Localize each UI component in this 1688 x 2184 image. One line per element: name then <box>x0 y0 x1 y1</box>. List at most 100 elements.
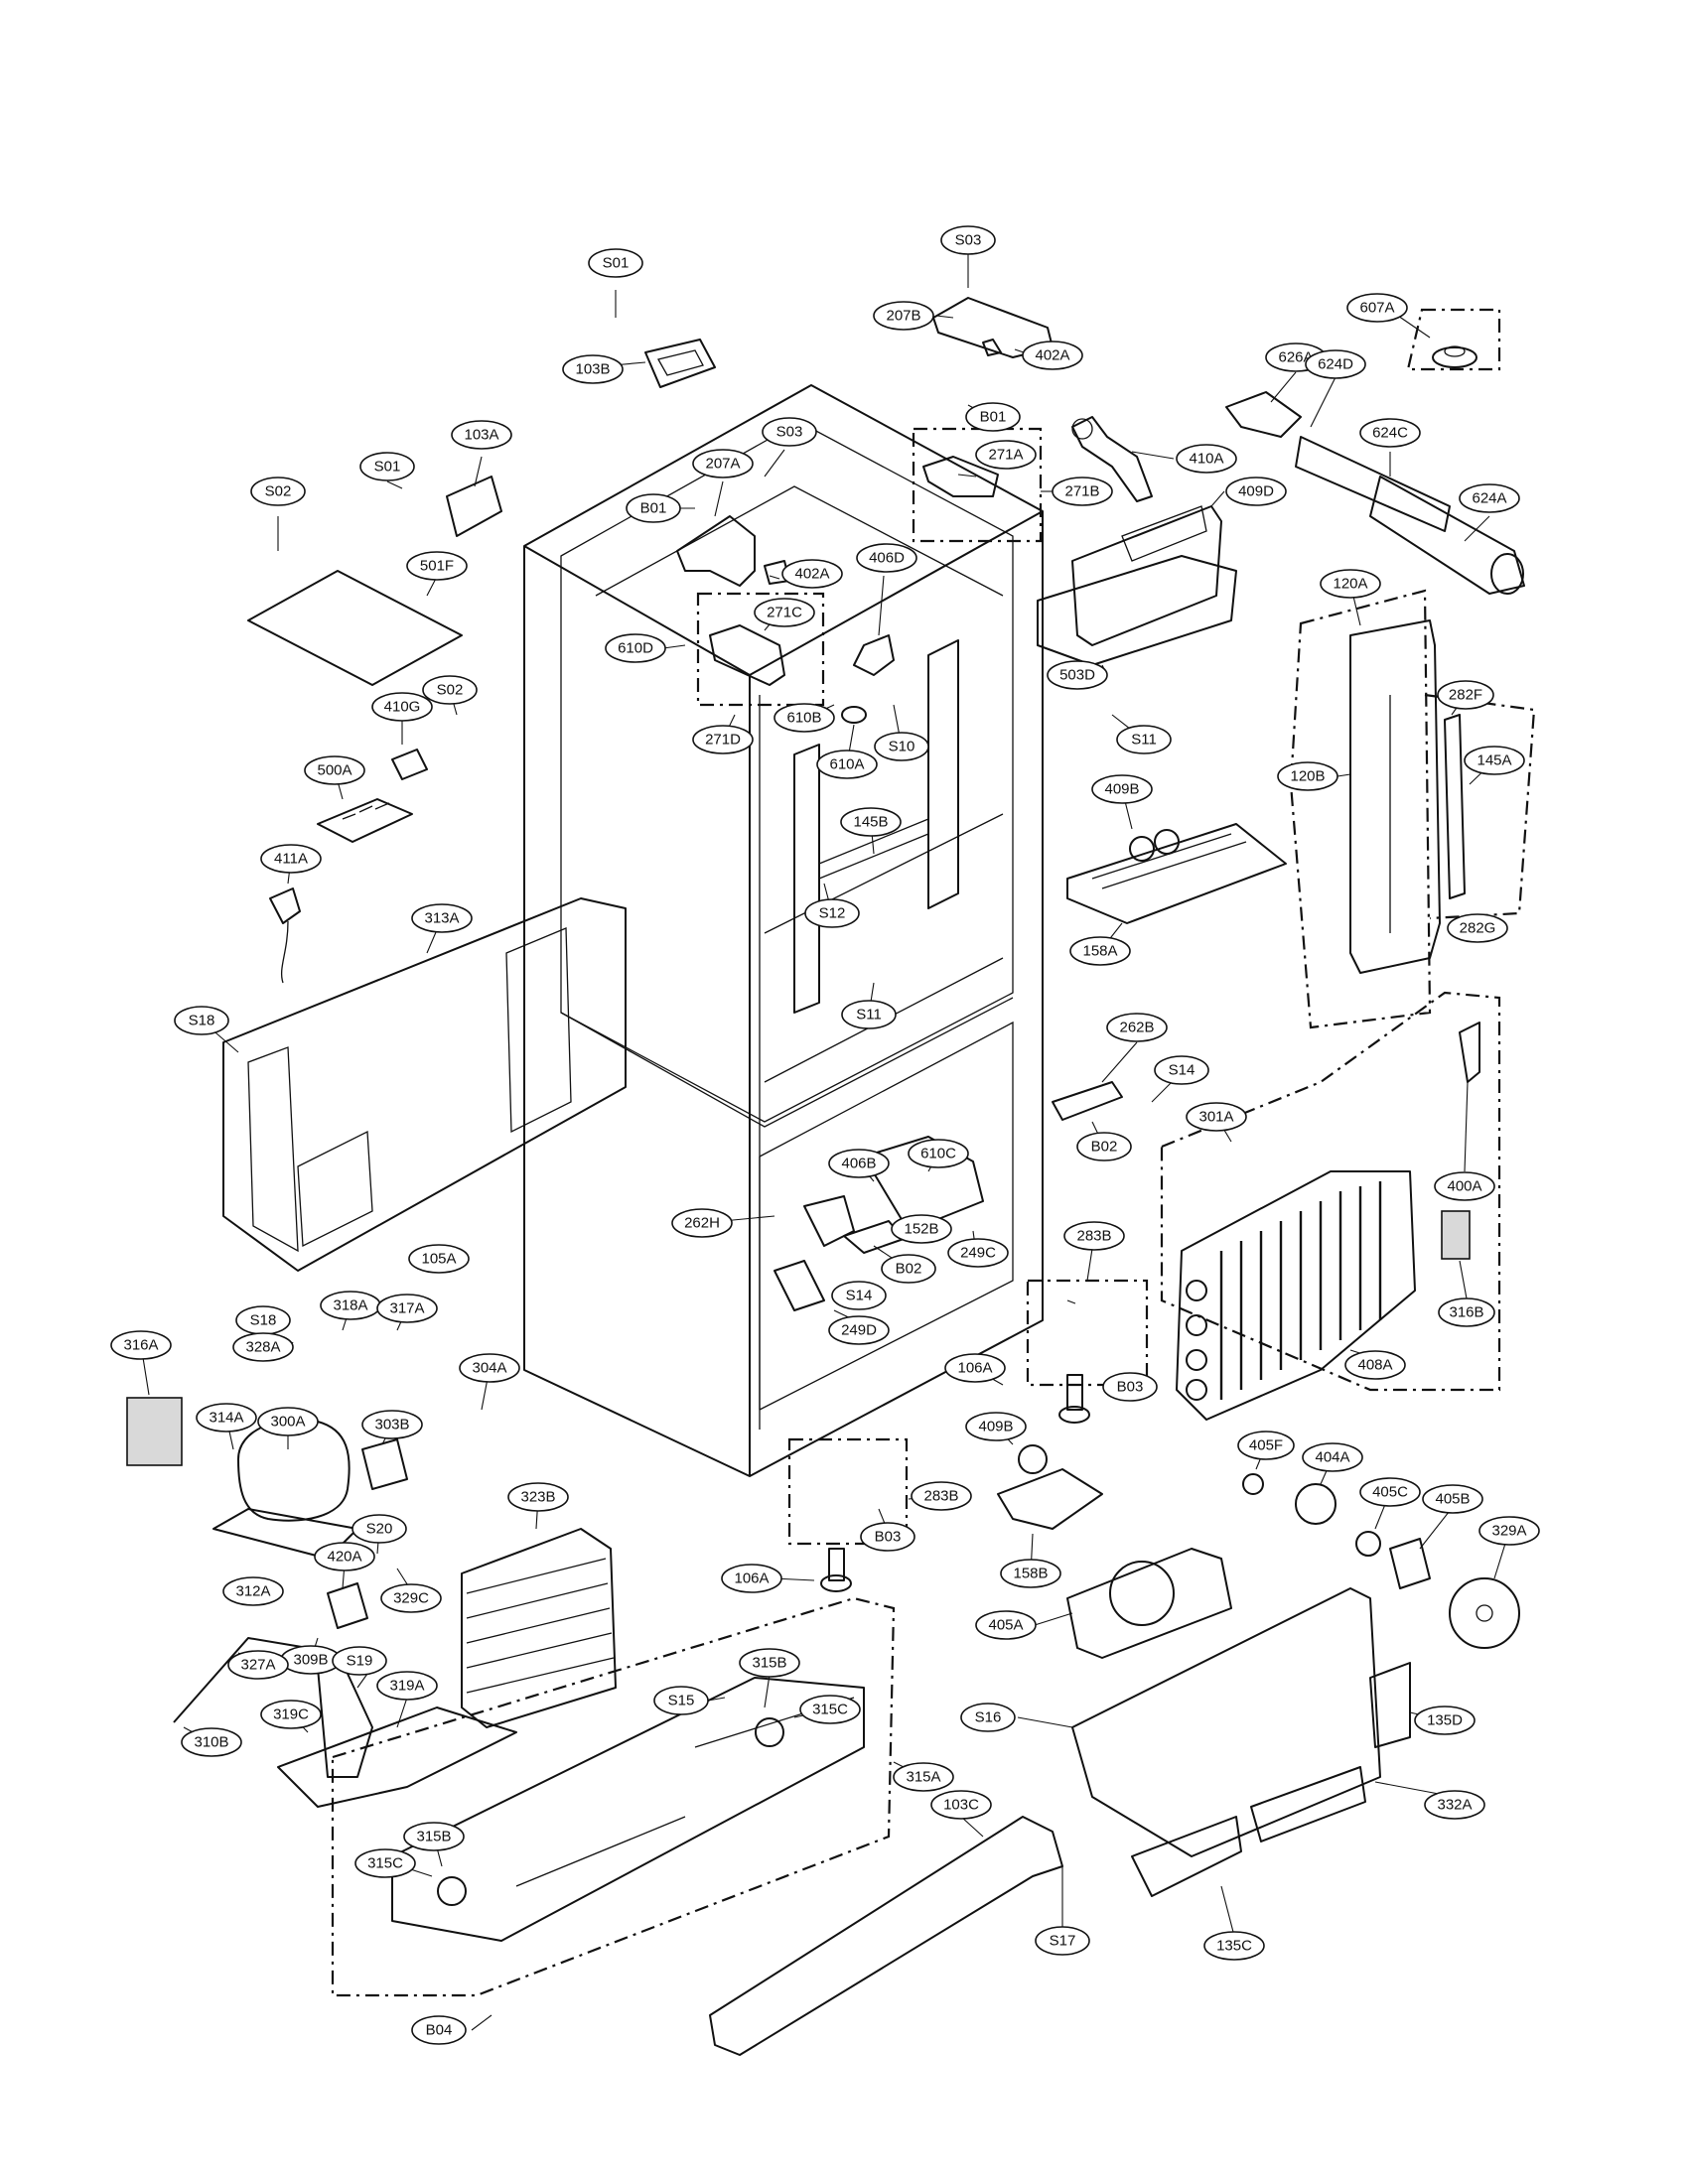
shelf-rails <box>793 639 959 1014</box>
refrigerator-cabinet <box>523 384 1044 1477</box>
filter-316b <box>1441 1210 1471 1260</box>
callout-s03-b: S03 <box>762 417 817 447</box>
bracket-262b <box>1052 1081 1123 1121</box>
callout-label: 283B <box>923 1488 958 1505</box>
callout-315b: 315B <box>739 1648 800 1678</box>
callout-label: 405B <box>1435 1491 1470 1508</box>
callout-s18-b: S18 <box>235 1305 291 1335</box>
callout-304a: 304A <box>459 1353 520 1383</box>
callout-409d: 409D <box>1225 477 1287 506</box>
callout-624c: 624C <box>1359 418 1421 448</box>
callout-label: S12 <box>819 905 846 922</box>
callout-label: 312A <box>235 1583 270 1600</box>
callout-404a: 404A <box>1302 1442 1363 1472</box>
callout-label: 207B <box>886 308 920 325</box>
callout-313a: 313A <box>411 903 473 933</box>
callout-315c: 315C <box>799 1695 861 1724</box>
callout-402a-b: 402A <box>781 559 843 589</box>
callout-label: 262H <box>684 1215 720 1232</box>
callout-label: 406B <box>841 1156 876 1172</box>
callout-135d: 135D <box>1414 1706 1476 1735</box>
callout-s17: S17 <box>1035 1926 1090 1956</box>
callout-label: 106A <box>734 1570 769 1587</box>
callout-120a: 120A <box>1320 569 1381 599</box>
callout-s02: S02 <box>250 477 306 506</box>
callout-s20: S20 <box>352 1514 407 1544</box>
callout-label: 271A <box>988 447 1023 464</box>
callout-label: 402A <box>1035 347 1069 364</box>
callout-319a: 319A <box>376 1671 438 1701</box>
callout-103b: 103B <box>562 354 624 384</box>
callout-label: 408A <box>1357 1357 1392 1374</box>
callout-420a: 420A <box>314 1542 375 1571</box>
callout-label: 410A <box>1189 451 1223 468</box>
callout-label: 318A <box>333 1297 367 1314</box>
callout-282g: 282G <box>1447 913 1508 943</box>
water-valve-410a <box>1071 416 1153 502</box>
callout-label: 420A <box>327 1549 361 1566</box>
callout-s16: S16 <box>960 1703 1016 1732</box>
callout-label: 120B <box>1290 768 1325 785</box>
callout-319c: 319C <box>260 1700 322 1729</box>
callout-label: S11 <box>1131 732 1157 749</box>
callout-316b: 316B <box>1438 1297 1495 1327</box>
callout-label: 323B <box>520 1489 555 1506</box>
callout-b01-b: B01 <box>626 493 681 523</box>
frame-406d <box>853 634 895 676</box>
callout-label: B04 <box>426 2022 453 2039</box>
callout-249c: 249C <box>947 1238 1009 1268</box>
callout-label: 319C <box>273 1706 309 1723</box>
callout-610d: 610D <box>605 633 666 663</box>
power-cord-411a <box>269 887 301 984</box>
callout-409b-b: 409B <box>965 1412 1027 1441</box>
callout-312a: 312A <box>222 1576 284 1606</box>
callout-label: 404A <box>1315 1449 1349 1466</box>
callout-329c: 329C <box>380 1583 442 1613</box>
leg-106a-upper <box>1058 1374 1090 1424</box>
callout-label: B02 <box>1091 1139 1118 1156</box>
top-cover-103b <box>644 339 716 388</box>
callout-207b: 207B <box>873 301 934 331</box>
callout-282f: 282F <box>1437 680 1494 710</box>
callout-label: 315A <box>906 1769 940 1786</box>
callout-b02: B02 <box>1076 1132 1132 1161</box>
back-cover-120a <box>1349 619 1466 974</box>
callout-135c: 135C <box>1203 1931 1265 1961</box>
callout-327a: 327A <box>227 1650 289 1680</box>
callout-s19: S19 <box>332 1646 387 1676</box>
callout-label: 624D <box>1318 356 1353 373</box>
callout-316a: 316A <box>110 1330 172 1360</box>
callout-label: 283B <box>1076 1228 1111 1245</box>
condenser-coil-323b <box>461 1528 617 1728</box>
callout-label: 409D <box>1238 483 1274 500</box>
callout-label: S02 <box>265 483 292 500</box>
callout-610b: 610B <box>774 703 835 733</box>
callout-label: 501F <box>420 558 454 575</box>
callout-label: S20 <box>366 1521 393 1538</box>
callout-503d: 503D <box>1047 660 1108 690</box>
fan-shroud-405a <box>1066 1548 1232 1659</box>
callout-405a: 405A <box>975 1610 1037 1640</box>
ice-tray-409d <box>1037 505 1237 666</box>
callout-103a: 103A <box>451 420 512 450</box>
callout-label: 316A <box>123 1337 158 1354</box>
callout-b03: B03 <box>1102 1372 1158 1402</box>
callout-s10: S10 <box>874 732 929 761</box>
callout-405b: 405B <box>1422 1484 1483 1514</box>
callout-314a: 314A <box>196 1403 257 1433</box>
callout-329a: 329A <box>1478 1516 1540 1546</box>
callout-318a: 318A <box>320 1291 381 1320</box>
fan-blade-329a <box>1449 1577 1520 1649</box>
callout-label: 103B <box>575 361 610 378</box>
callout-label: 316B <box>1449 1304 1483 1321</box>
callout-332a: 332A <box>1424 1790 1485 1820</box>
cover-135d <box>1369 1662 1411 1748</box>
callout-label: S01 <box>374 459 401 476</box>
callout-405f: 405F <box>1237 1431 1295 1460</box>
duct-assembly-624 <box>1225 391 1525 595</box>
callout-label: 411A <box>274 851 308 868</box>
callout-315c-b: 315C <box>354 1848 416 1878</box>
callout-label: 135C <box>1216 1938 1252 1955</box>
callout-145a: 145A <box>1464 746 1525 775</box>
